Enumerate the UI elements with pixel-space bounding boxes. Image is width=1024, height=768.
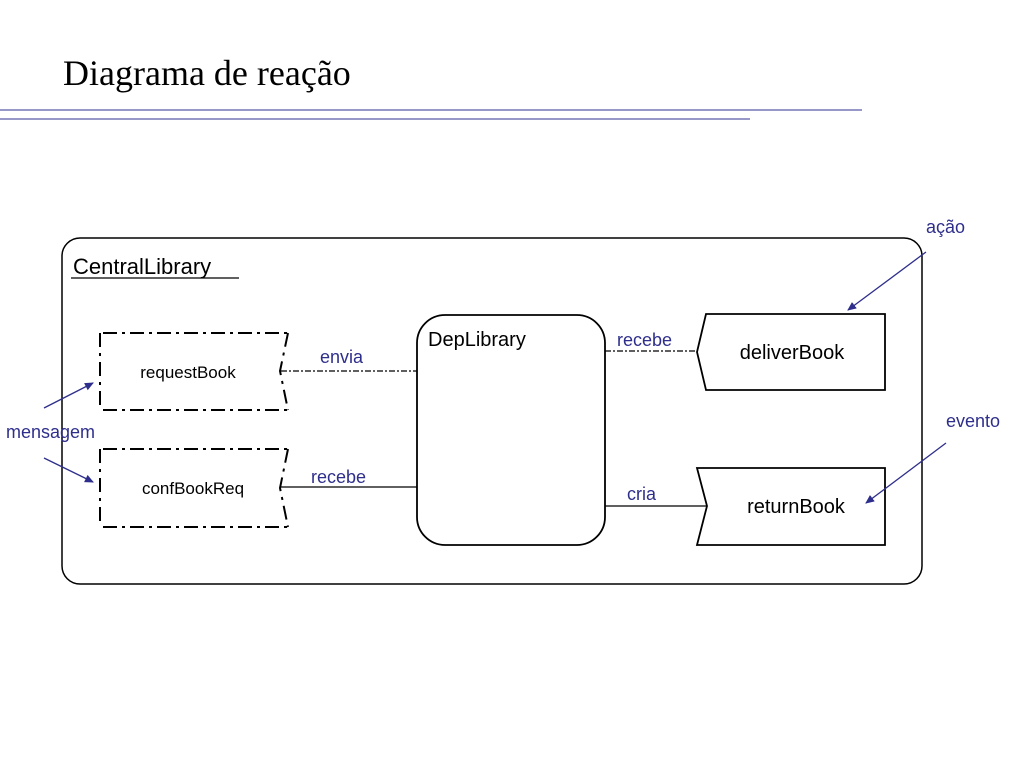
connector-label-envia: envia [320, 347, 364, 367]
message-confbookreq: confBookReq [99, 448, 289, 528]
action-label: deliverBook [740, 342, 846, 364]
event-label: returnBook [747, 496, 846, 518]
annotation-acao: ação [926, 217, 965, 237]
connector-label-recebe-right: recebe [617, 330, 672, 350]
annotation-evento: evento [946, 411, 1000, 431]
annotation-arrow-acao [847, 251, 927, 311]
reactor-label: DepLibrary [428, 329, 526, 351]
deplibrary-reactor [416, 314, 606, 546]
message-requestbook: requestBook [99, 332, 289, 411]
connector-label-cria: cria [627, 484, 657, 504]
annotation-arrow-evento [865, 442, 947, 504]
annotation-mensagem: mensagem [6, 422, 95, 442]
annotation-arrow-mensagem-down [43, 457, 94, 483]
page-title: Diagrama de reação [63, 53, 351, 93]
container-label: CentralLibrary [73, 254, 211, 279]
annotation-arrow-mensagem-up [43, 382, 94, 409]
central-library-container [61, 237, 923, 585]
message-label: confBookReq [142, 479, 244, 498]
connector-label-recebe-left: recebe [311, 467, 366, 487]
event-returnbook [695, 467, 886, 546]
action-deliverbook [696, 313, 886, 391]
message-label: requestBook [140, 363, 236, 382]
